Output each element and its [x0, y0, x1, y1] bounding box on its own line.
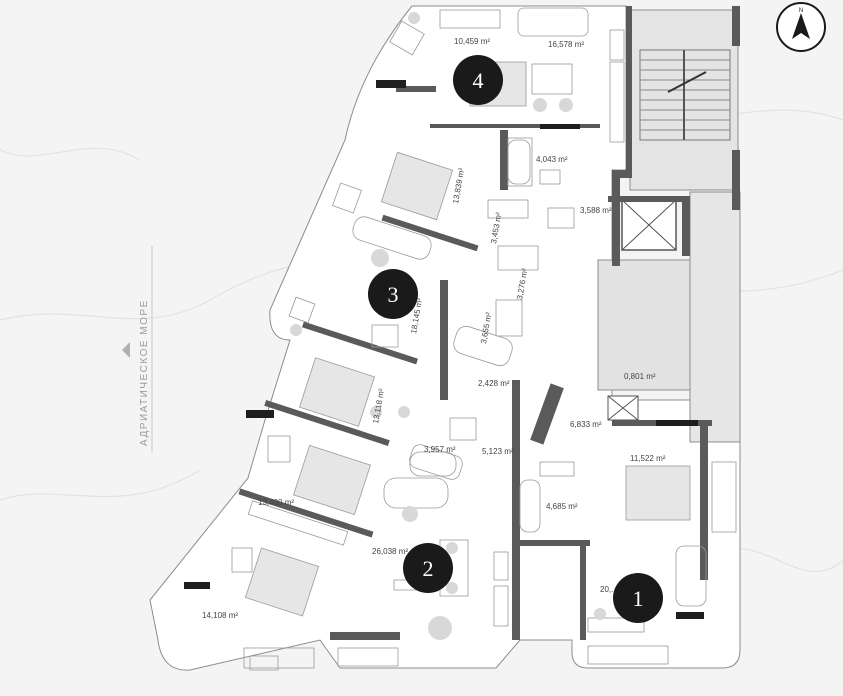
apartment-number: 4	[473, 68, 484, 93]
apartment-number: 2	[423, 556, 434, 581]
apartment-marker-3[interactable]	[368, 269, 418, 319]
apartment-marker-4[interactable]	[453, 55, 503, 105]
apartment-number: 1	[633, 586, 644, 611]
side-caption-group: АДРИАТИЧЕСКОЕ МОРЕ	[122, 246, 153, 452]
apartment-markers: 4 3 2 1	[368, 55, 663, 623]
area-label: 20,...	[600, 585, 618, 594]
area-label: 4,043 m²	[536, 155, 568, 164]
area-labels: 10,459 m² 16,578 m² 4,043 m² 13,839 m² 3…	[202, 37, 666, 620]
area-label: 0,801 m²	[624, 372, 656, 381]
north-arrow-icon	[792, 13, 810, 39]
north-label: N	[799, 8, 803, 14]
area-label: 26,038 m²	[372, 547, 408, 556]
area-label: 11,522 m²	[630, 454, 666, 463]
area-label: 6,833 m²	[570, 420, 602, 429]
area-label: 13,400 m²	[258, 498, 294, 507]
area-label: 10,459 m²	[454, 37, 490, 46]
side-caption: АДРИАТИЧЕСКОЕ МОРЕ	[139, 299, 150, 446]
apartment-marker-2[interactable]	[403, 543, 453, 593]
area-label: 3,957 m²	[424, 445, 456, 454]
furniture	[231, 7, 737, 671]
area-label: 2,428 m²	[478, 379, 510, 388]
area-label: 14,108 m²	[202, 611, 238, 620]
walls	[184, 6, 740, 640]
area-label: 5,123 m²	[482, 447, 514, 456]
area-label: 3,588 m²	[580, 206, 612, 215]
compass: N	[776, 2, 826, 52]
apartment-marker-1[interactable]	[613, 573, 663, 623]
apartment-number: 3	[388, 282, 399, 307]
area-label: 4,685 m²	[546, 502, 578, 511]
stairs	[639, 49, 731, 141]
area-label: 16,578 m²	[548, 40, 584, 49]
